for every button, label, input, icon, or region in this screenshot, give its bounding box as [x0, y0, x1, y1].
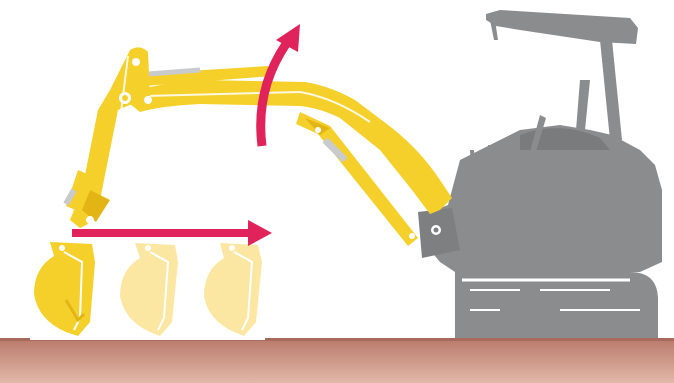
- bucket-cylinder: [66, 170, 96, 212]
- arm-cylinder-rod: [147, 67, 201, 77]
- excavator-arm: [34, 47, 452, 336]
- ground: [0, 338, 674, 383]
- canopy-roof: [486, 10, 638, 44]
- boom: [120, 80, 452, 214]
- arm-cylinder: [140, 66, 272, 86]
- excavator-cab: [430, 125, 662, 272]
- arrow-right-icon: [72, 220, 272, 246]
- bucket-ghost-2: [204, 243, 262, 336]
- canopy-post-front: [530, 115, 546, 155]
- excavator-body: [418, 10, 662, 338]
- bucket: [34, 242, 95, 336]
- excavator-track: [455, 272, 658, 338]
- canopy-post-rear: [600, 40, 622, 140]
- boom-cylinder-rod: [322, 137, 348, 163]
- bucket-cylinder-rod: [63, 188, 77, 206]
- curved-arrow-up-icon: [256, 24, 300, 147]
- bucket-ghost-1: [120, 243, 178, 336]
- boom-lower-brace: [296, 112, 418, 246]
